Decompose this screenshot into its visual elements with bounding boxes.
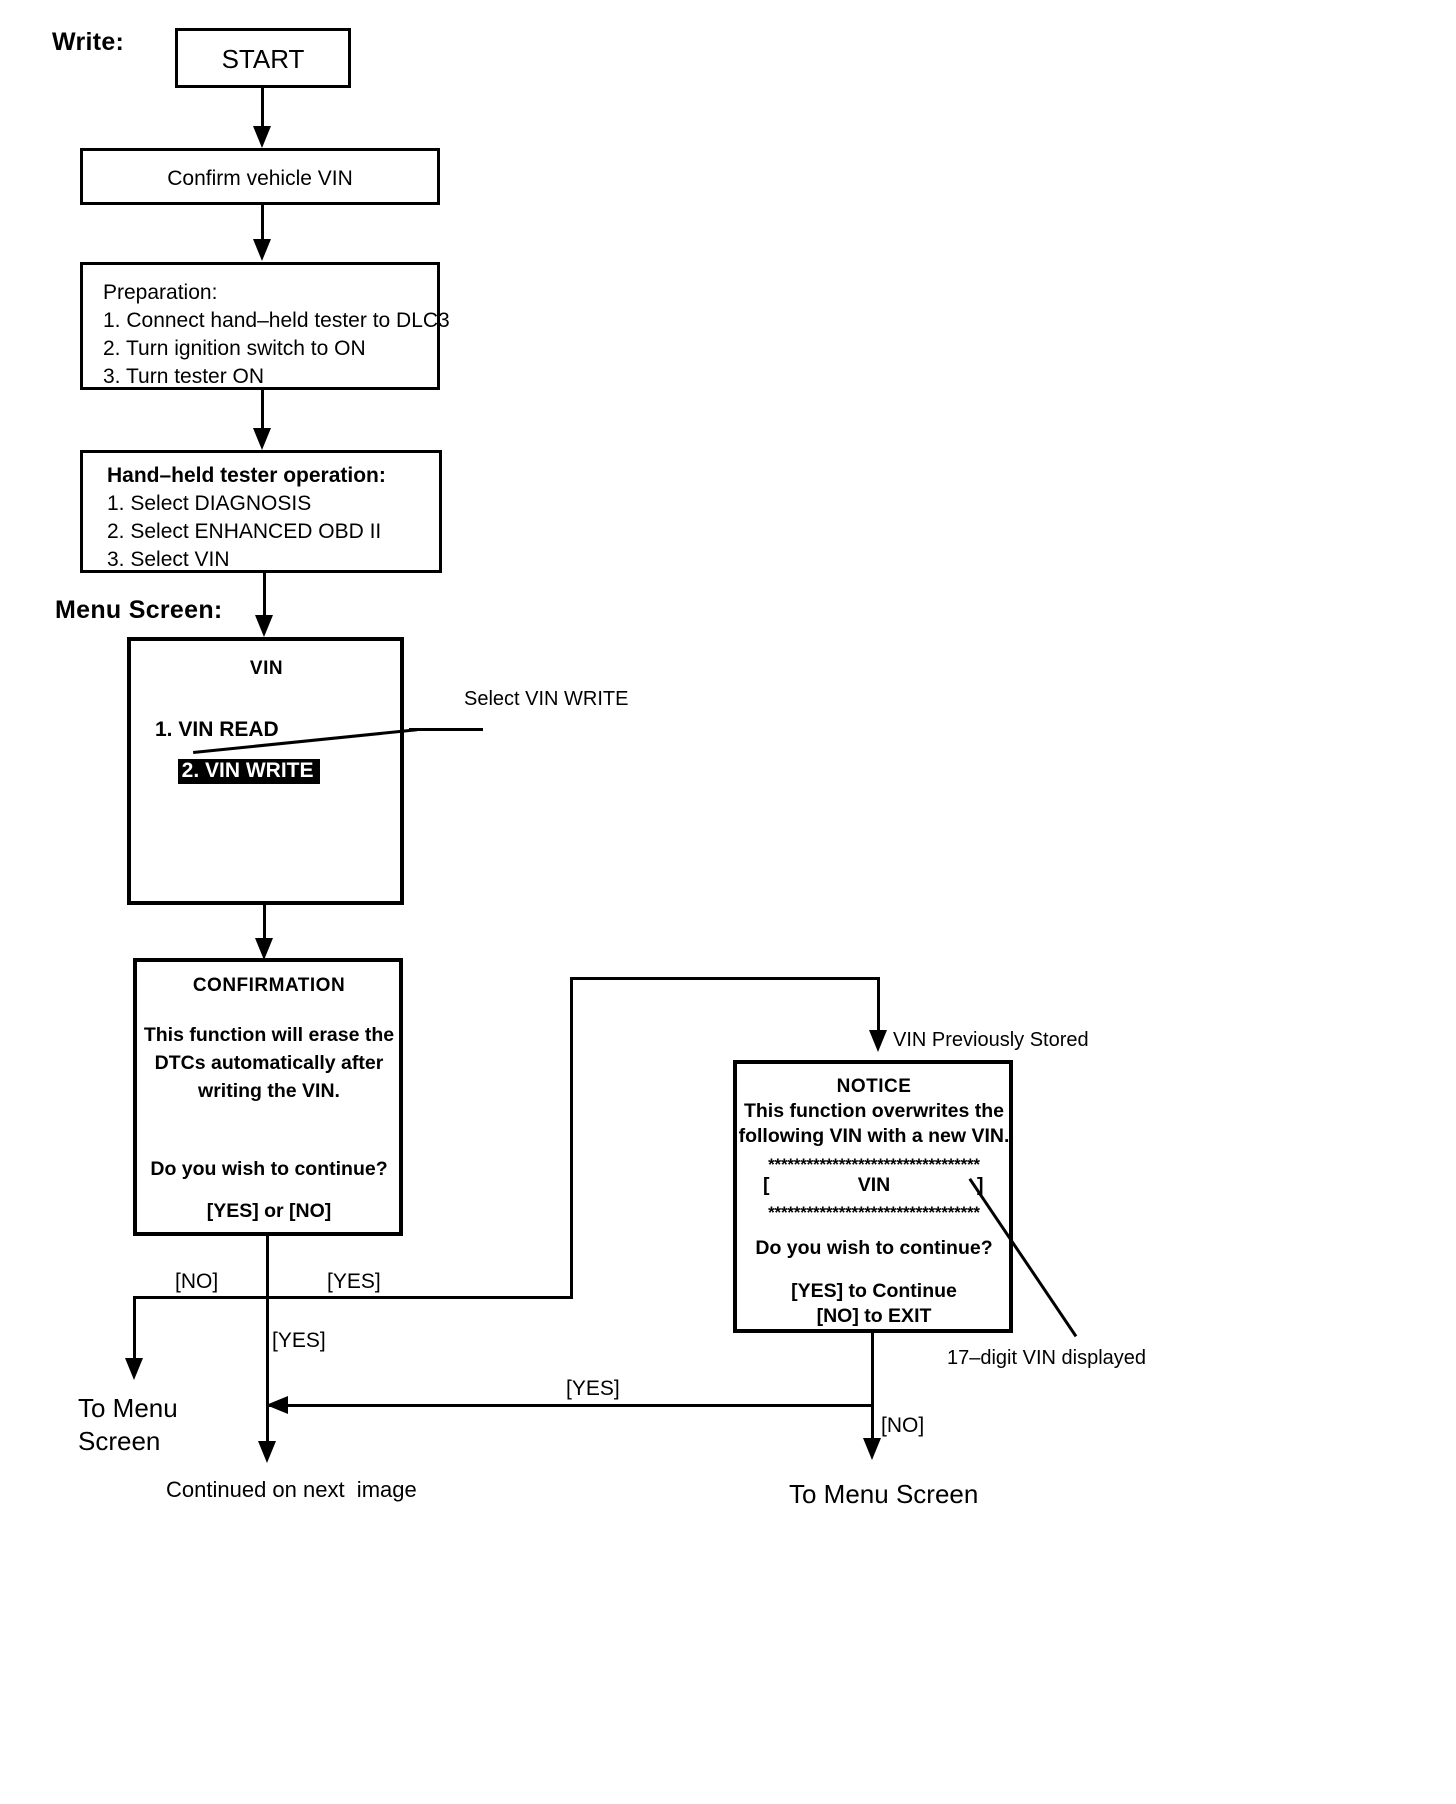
screen-confirmation: CONFIRMATION This function will erase th…	[133, 958, 403, 1236]
annotation-17-digit-vin: 17–digit VIN displayed	[947, 1347, 1147, 1369]
arrowhead-continued	[258, 1441, 276, 1463]
menu-item-vin-read[interactable]: 1. VIN READ	[155, 718, 279, 741]
node-tester-operation-title: Hand–held tester operation:	[107, 464, 386, 487]
connector-notice-yes-horizontal	[268, 1404, 873, 1407]
connector-confirmation-no-down	[133, 1296, 136, 1362]
screen-notice-option-no: [NO] to EXIT	[816, 1305, 932, 1327]
node-start: START	[175, 28, 351, 88]
annotation-select-vin-write: Select VIN WRITE	[464, 688, 629, 710]
screen-vin-menu: VIN 1. VIN READ 2. VIN WRITE	[127, 637, 404, 905]
arrowhead-confirm-to-preparation	[253, 239, 271, 261]
connector-confirmation-trunk	[266, 1236, 269, 1298]
connector-start-to-confirm	[261, 88, 264, 128]
screen-notice-separator-bottom: *********************************	[768, 1203, 980, 1222]
screen-notice-title: NOTICE	[836, 1076, 912, 1097]
node-preparation-step-1: 1. Connect hand–held tester to DLC3	[103, 309, 450, 332]
screen-notice: NOTICE This function overwrites the foll…	[733, 1060, 1013, 1333]
node-tester-operation-step-2: 2. Select ENHANCED OBD II	[107, 520, 382, 543]
connector-confirmation-yes-down	[266, 1296, 269, 1444]
screen-notice-vin-value: VIN	[857, 1174, 891, 1196]
terminal-continued-on-next-image: Continued on next image	[166, 1477, 417, 1502]
menu-item-vin-write[interactable]: 2. VIN WRITE	[151, 743, 320, 800]
connector-vin-menu-to-confirmation	[263, 905, 266, 941]
screen-confirmation-question: Do you wish to continue?	[150, 1158, 388, 1180]
arrowhead-notice-no	[863, 1438, 881, 1460]
screen-confirmation-body-2: DTCs automatically after	[154, 1052, 384, 1074]
arrowhead-start-to-confirm	[253, 126, 271, 148]
arrowhead-notice-yes	[266, 1396, 288, 1414]
edge-label-confirmation-no: [NO]	[175, 1270, 219, 1293]
connector-tester-to-vin-menu	[263, 573, 266, 618]
connector-confirmation-split-bar	[133, 1296, 573, 1299]
arrowhead-tester-to-vin-menu	[255, 615, 273, 637]
arrowhead-vin-menu-to-confirmation	[255, 938, 273, 960]
leader-line-select-vin-write-horizontal	[409, 728, 483, 731]
section-label-write: Write:	[52, 28, 125, 56]
node-start-label: START	[221, 44, 305, 74]
screen-vin-menu-title: VIN	[249, 658, 284, 679]
node-tester-operation-step-1: 1. Select DIAGNOSIS	[107, 492, 312, 515]
node-tester-operation: Hand–held tester operation: 1. Select DI…	[80, 450, 442, 573]
edge-label-confirmation-yes: [YES]	[327, 1270, 381, 1293]
screen-notice-close-bracket: ]	[977, 1174, 984, 1196]
terminal-to-menu-screen-right: To Menu Screen	[789, 1479, 979, 1509]
screen-notice-option-yes: [YES] to Continue	[791, 1280, 957, 1302]
connector-confirm-to-preparation	[261, 205, 264, 241]
node-confirm-vehicle-vin: Confirm vehicle VIN	[80, 148, 440, 205]
edge-label-notice-yes: [YES]	[566, 1377, 620, 1400]
node-preparation-step-3: 3. Turn tester ON	[103, 365, 265, 388]
connector-preparation-to-tester	[261, 390, 264, 430]
node-preparation-step-2: 2. Turn ignition switch to ON	[103, 337, 366, 360]
menu-item-vin-write-label: 2. VIN WRITE	[177, 759, 320, 784]
annotation-vin-previously-stored: VIN Previously Stored	[893, 1029, 1089, 1051]
screen-notice-body-1: This function overwrites the	[743, 1100, 1005, 1122]
edge-label-confirmation-yes-down: [YES]	[272, 1329, 326, 1352]
connector-notice-trunk	[871, 1333, 874, 1441]
screen-notice-body-2: following VIN with a new VIN.	[738, 1125, 1010, 1147]
node-confirm-vehicle-vin-label: Confirm vehicle VIN	[167, 167, 353, 190]
node-preparation-title: Preparation:	[103, 281, 218, 304]
screen-confirmation-body-1: This function will erase the	[143, 1024, 395, 1046]
screen-confirmation-body-3: writing the VIN.	[198, 1080, 340, 1102]
menu-screen-label: Menu Screen:	[55, 596, 223, 624]
connector-notice-drop	[877, 977, 880, 1039]
screen-confirmation-title: CONFIRMATION	[192, 975, 346, 996]
screen-notice-separator-top: *********************************	[768, 1155, 980, 1174]
node-preparation: Preparation: 1. Connect hand–held tester…	[80, 262, 450, 390]
connector-yes-to-notice-horizontal	[570, 977, 880, 980]
connector-yes-to-notice-vertical	[570, 977, 573, 1299]
screen-confirmation-options: [YES] or [NO]	[206, 1200, 332, 1222]
arrowhead-preparation-to-tester	[253, 428, 271, 450]
edge-label-notice-no: [NO]	[881, 1414, 925, 1437]
screen-notice-question: Do you wish to continue?	[755, 1237, 993, 1259]
arrowhead-notice	[869, 1030, 887, 1052]
screen-notice-open-bracket: [	[763, 1174, 770, 1196]
node-tester-operation-step-3: 3. Select VIN	[107, 548, 230, 571]
terminal-to-menu-screen-left: To Menu Screen	[78, 1393, 178, 1456]
arrowhead-confirmation-no	[125, 1358, 143, 1380]
